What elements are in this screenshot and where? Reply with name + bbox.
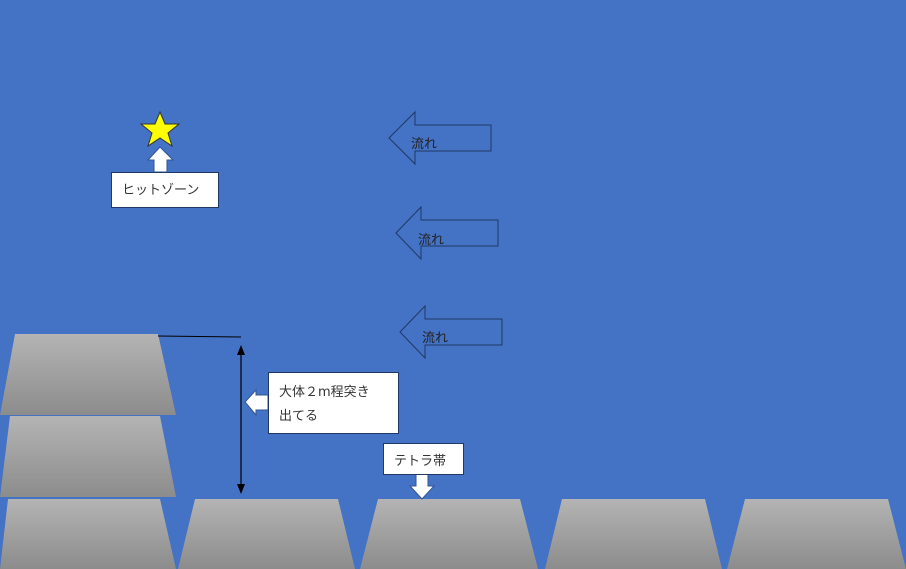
up-arrow-icon — [146, 146, 175, 173]
tetra-block — [0, 499, 176, 569]
flow-arrow-icon — [399, 304, 503, 360]
height-double-arrow — [237, 345, 245, 494]
protrusion-label: 大体２m程突き出てる — [268, 372, 399, 434]
left-arrow-icon — [244, 388, 269, 417]
stacked-block-middle — [0, 416, 176, 497]
flow-label: 流れ — [422, 331, 449, 346]
stacked-block-top — [0, 334, 176, 415]
protrusion-text-line1: 大体２m程突き — [279, 385, 370, 400]
tetra-block — [545, 499, 722, 569]
hit-zone-text: ヒットゾーン — [122, 183, 200, 198]
protrusion-text-line2: 出てる — [279, 409, 319, 424]
tetra-zone-label: テトラ帯 — [383, 443, 464, 475]
tetra-zone-text: テトラ帯 — [394, 454, 447, 469]
tetra-block — [178, 499, 355, 569]
star-icon — [139, 110, 181, 148]
flow-label: 流れ — [411, 137, 438, 152]
tetra-block — [727, 499, 906, 569]
flow-arrow-icon — [395, 205, 499, 261]
down-arrow-icon — [408, 473, 436, 500]
tetra-block — [360, 499, 538, 569]
hit-zone-label: ヒットゾーン — [111, 172, 219, 208]
flow-arrow-icon — [388, 110, 492, 166]
flow-label: 流れ — [418, 233, 445, 248]
reference-line — [157, 335, 242, 338]
